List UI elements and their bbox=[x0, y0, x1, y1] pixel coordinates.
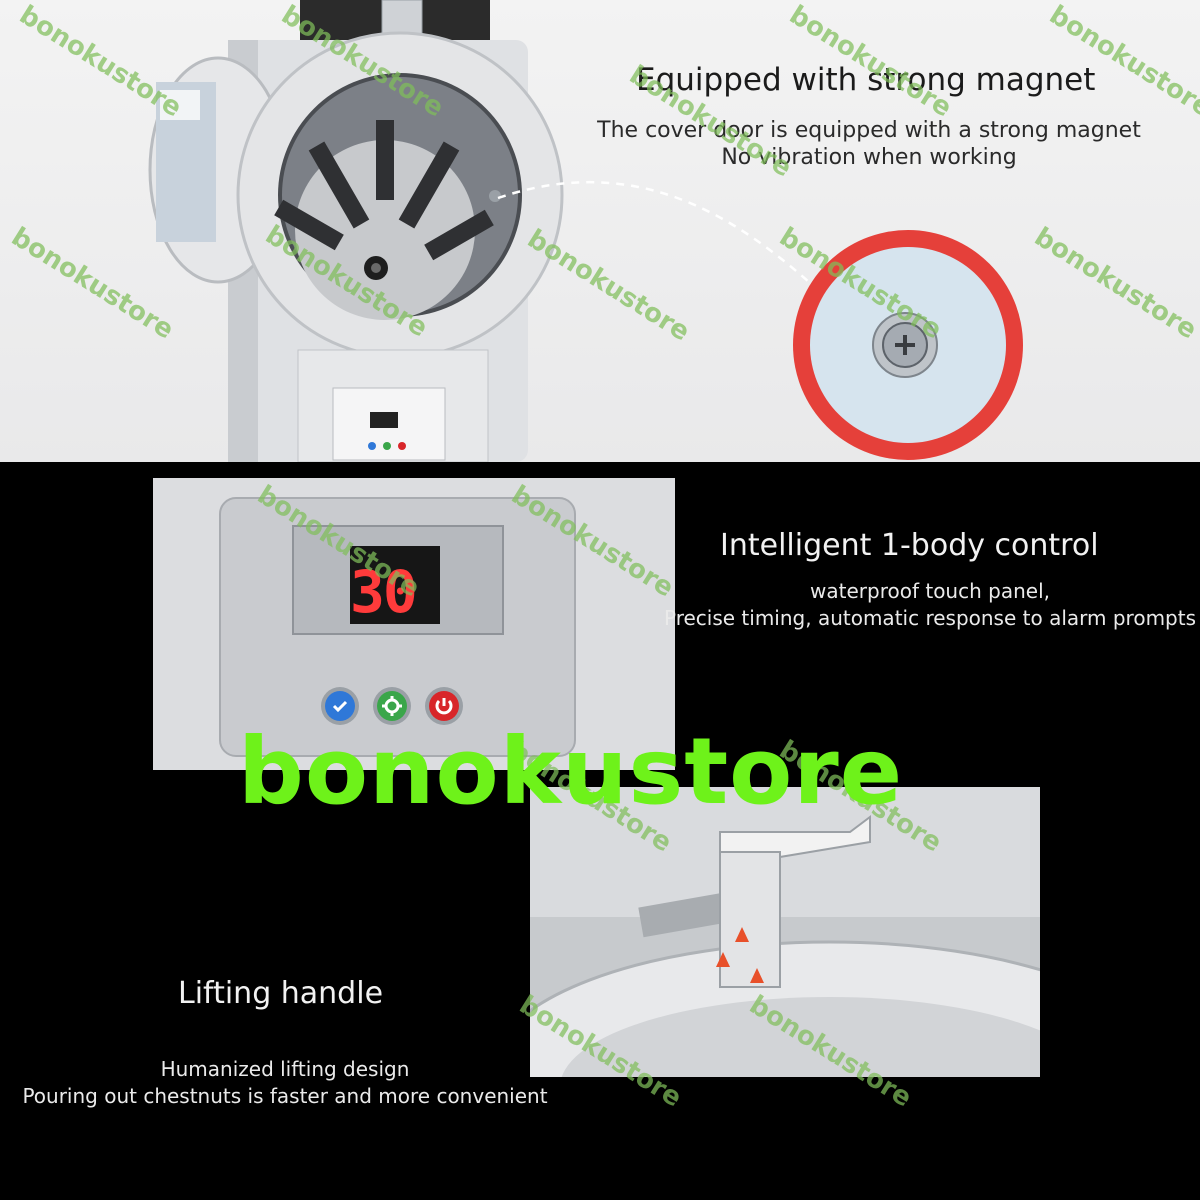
handle-desc-line1: Humanized lifting design bbox=[160, 1057, 410, 1081]
check-icon bbox=[332, 700, 348, 713]
control-panel-photo bbox=[153, 478, 675, 770]
magnet-panel: Equipped with strong magnet The cover do… bbox=[0, 0, 1200, 462]
magnet-desc-line2: No vibration when working bbox=[721, 145, 1017, 170]
handle-desc-line2: Pouring out chestnuts is faster and more… bbox=[22, 1084, 548, 1108]
power-button[interactable] bbox=[429, 691, 459, 721]
settings-button[interactable] bbox=[377, 691, 407, 721]
power-icon bbox=[435, 698, 453, 715]
machine-photo bbox=[148, 0, 1023, 462]
timer-display: 30 bbox=[350, 558, 418, 626]
handle-title: Lifting handle bbox=[178, 976, 384, 1011]
gear-icon bbox=[382, 696, 402, 716]
magnet-desc-line1: The cover door is equipped with a strong… bbox=[597, 118, 1141, 143]
control-desc-line1: waterproof touch panel, bbox=[810, 579, 1050, 603]
handle-photo bbox=[530, 787, 1040, 1077]
control-handle-panel: 30 Intelligent 1-body control waterproof… bbox=[0, 462, 1200, 1200]
watermark-large: bonokustore bbox=[238, 718, 904, 825]
magnet-title: Equipped with strong magnet bbox=[636, 62, 1096, 98]
control-desc-line2: Precise timing, automatic response to al… bbox=[663, 606, 1197, 630]
control-title: Intelligent 1-body control bbox=[720, 528, 1099, 563]
confirm-button[interactable] bbox=[325, 691, 355, 721]
